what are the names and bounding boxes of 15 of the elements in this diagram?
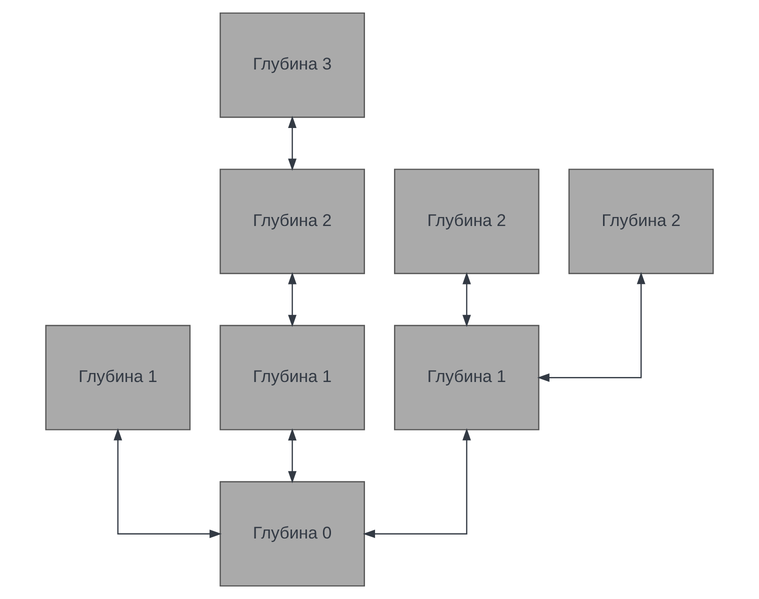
node-box: Глубина 2 (220, 168, 365, 274)
arrow (114, 428, 222, 538)
node-box: Глубина 1 (45, 324, 191, 430)
node-box: Глубина 2 (568, 168, 714, 274)
node-box: Глубина 1 (394, 324, 540, 430)
arrow (288, 116, 297, 171)
node-box: Глубина 2 (394, 168, 540, 274)
arrow (288, 428, 297, 484)
arrow (537, 272, 646, 382)
node-box: Глубина 3 (220, 12, 365, 118)
node-box: Глубина 1 (220, 324, 365, 430)
arrow (362, 428, 471, 538)
arrow (288, 272, 297, 327)
node-box: Глубина 0 (220, 481, 365, 587)
arrow (462, 272, 471, 327)
